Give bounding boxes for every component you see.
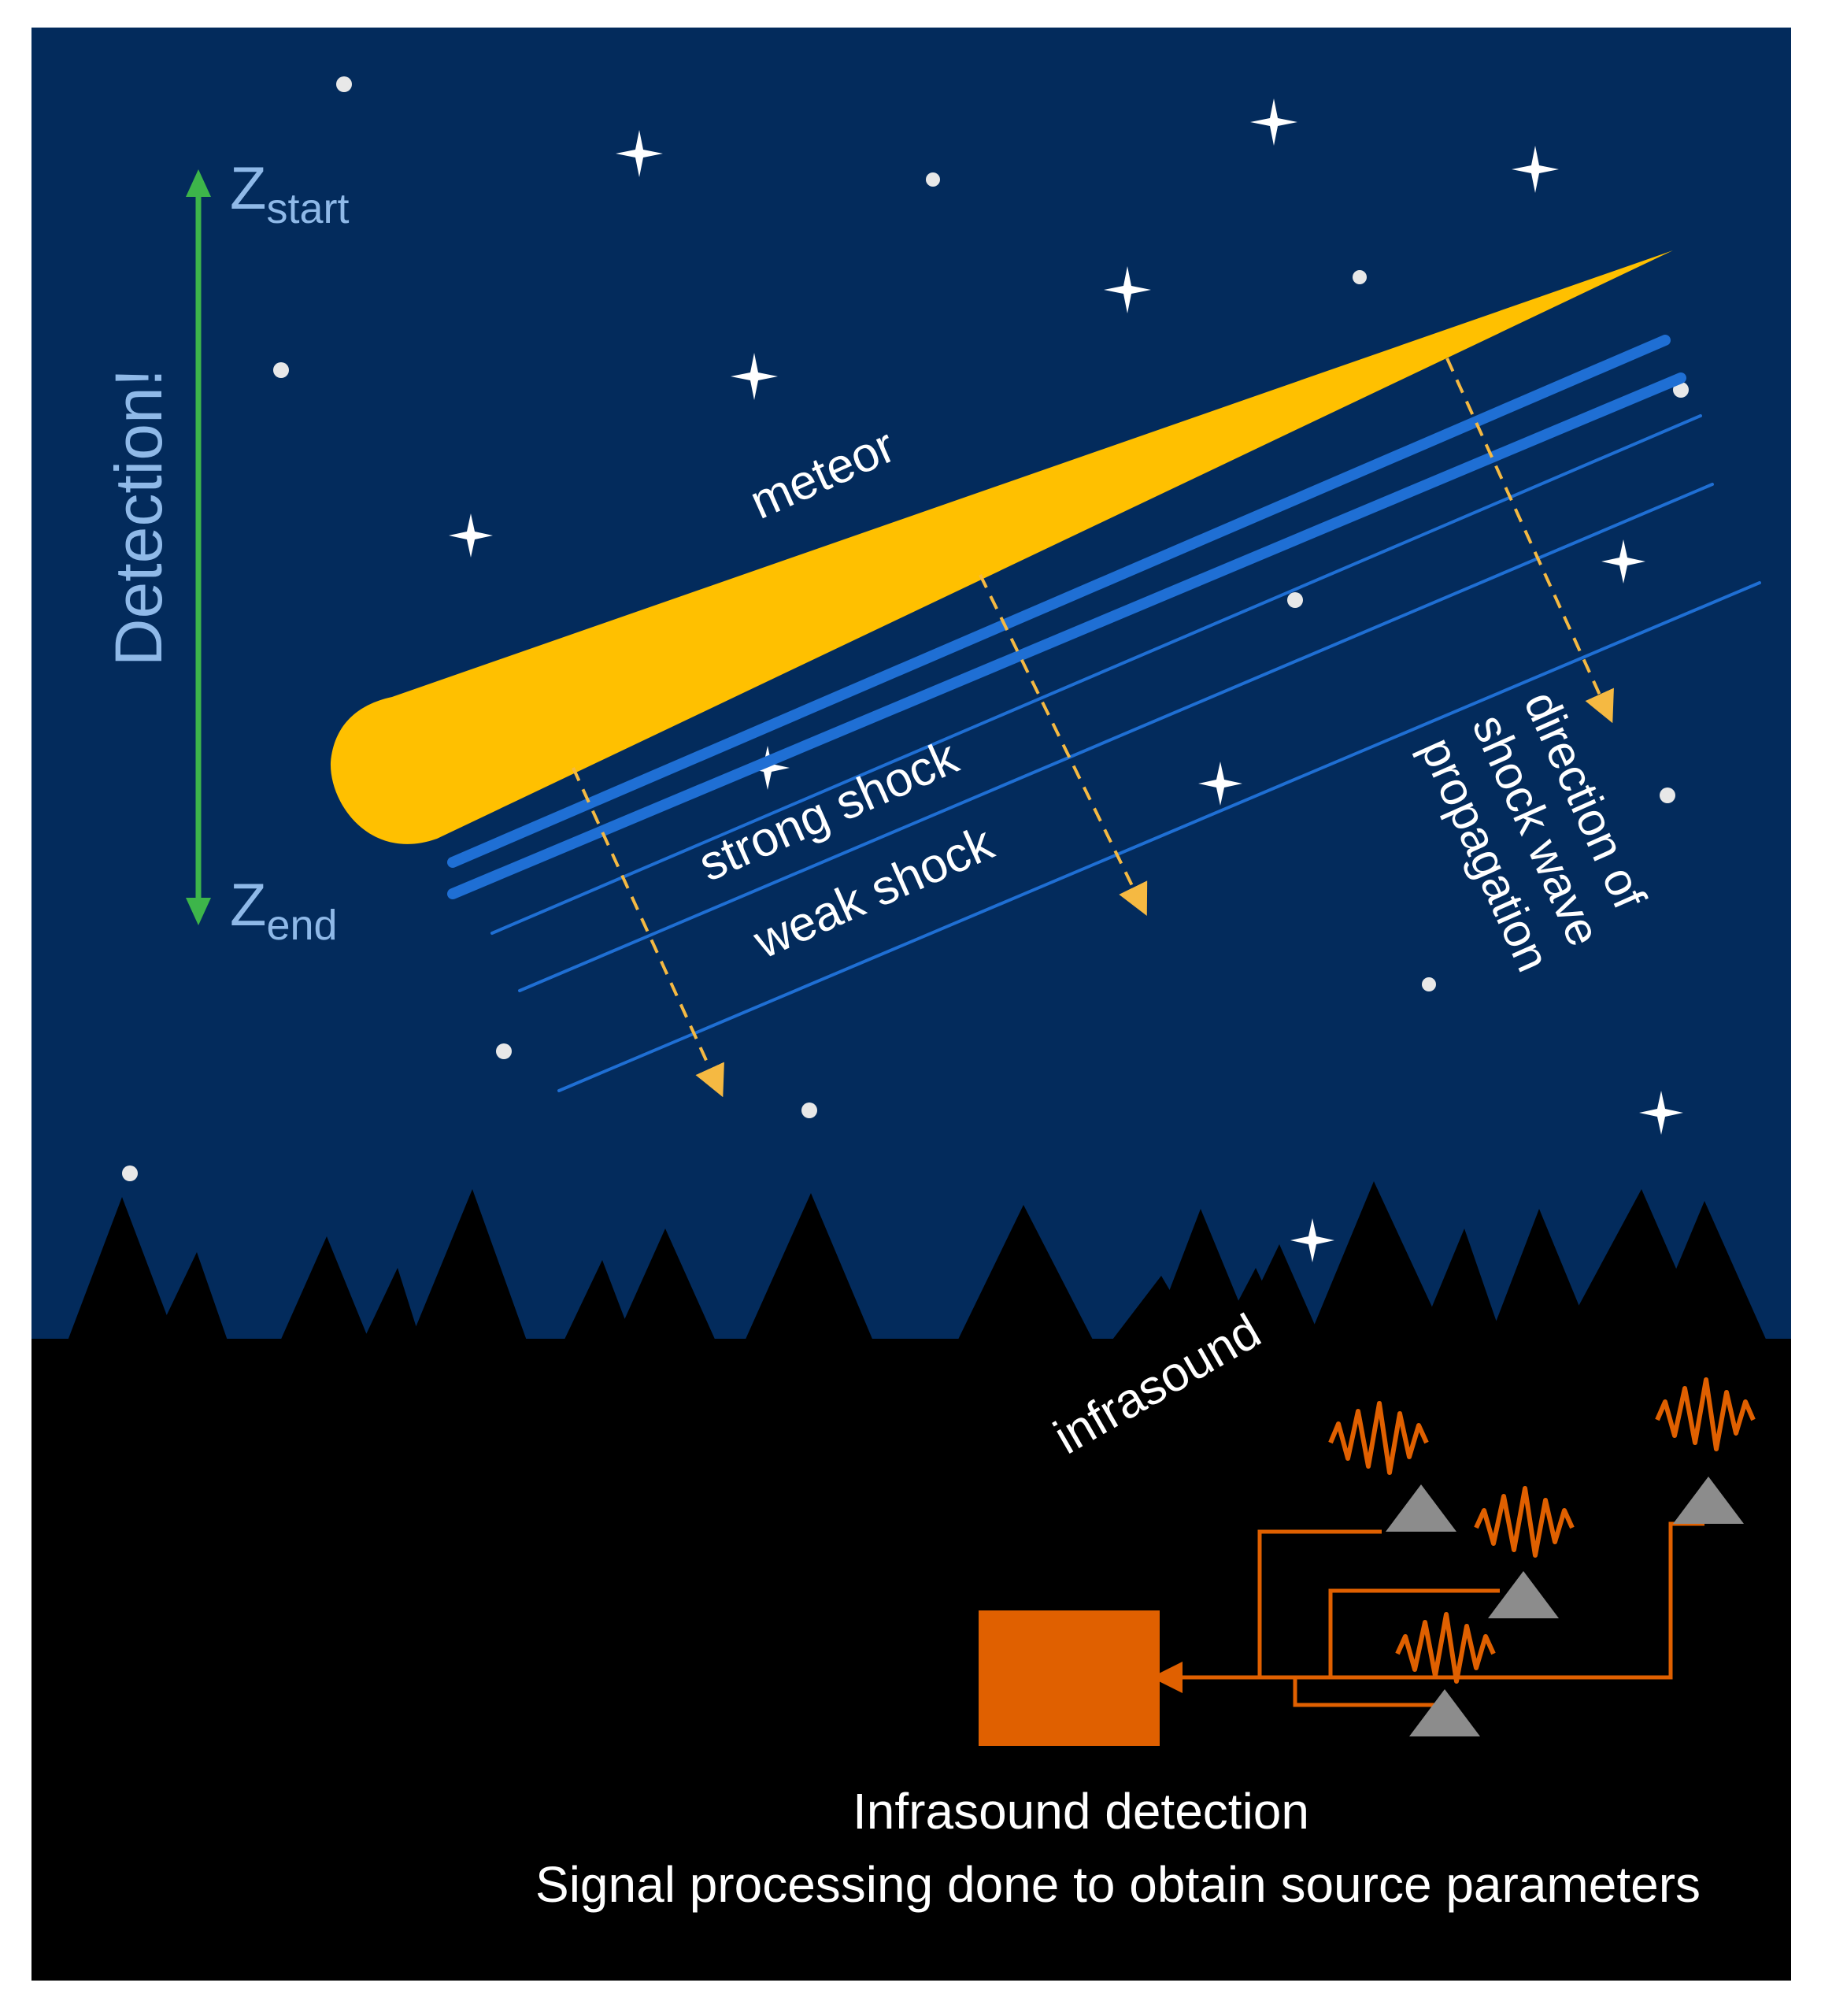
propagation-arrows <box>572 358 1614 1098</box>
weak-shock-line-2 <box>518 483 1714 992</box>
waveform-3 <box>1395 1612 1496 1684</box>
sensor-network <box>979 1377 1756 1746</box>
shock-lines <box>447 335 1761 1092</box>
sensor-2 <box>1488 1571 1559 1618</box>
tree-line <box>67 1181 1767 1343</box>
sensor-1 <box>1386 1484 1456 1532</box>
ground <box>31 1339 1791 1981</box>
waveform-2 <box>1474 1486 1575 1558</box>
caption-line-1: Infrasound detection <box>853 1783 1309 1840</box>
axis-arrow-up <box>186 169 211 197</box>
waveform-4 <box>1655 1377 1756 1451</box>
axis-arrow-down <box>186 898 211 925</box>
z-end-label: Zend <box>230 872 338 949</box>
sensor-4 <box>1673 1477 1744 1524</box>
detection-axis <box>186 169 211 925</box>
waveform-1 <box>1328 1401 1429 1475</box>
night-sky <box>31 28 1791 1354</box>
sensor-3 <box>1409 1689 1480 1736</box>
strong-shock-line-1 <box>447 335 1671 868</box>
propagation-arrow-3 <box>1445 358 1614 724</box>
propagation-arrow-1 <box>572 767 724 1098</box>
weak-shock-line-1 <box>490 414 1702 935</box>
dot-stars <box>122 76 1689 1181</box>
detection-label: Detection! <box>102 369 176 666</box>
propagation-arrow-2 <box>979 574 1148 916</box>
strong-shock-line-2 <box>447 372 1686 899</box>
weak-shock-line-3 <box>557 581 1761 1092</box>
meteor-shape <box>330 250 1673 844</box>
sparkle-stars <box>449 98 1683 1262</box>
caption-line-2: Signal processing done to obtain source … <box>535 1856 1701 1913</box>
z-start-label: Zstart <box>230 155 349 232</box>
processing-unit <box>979 1610 1160 1746</box>
signal-waveforms <box>1328 1377 1756 1684</box>
